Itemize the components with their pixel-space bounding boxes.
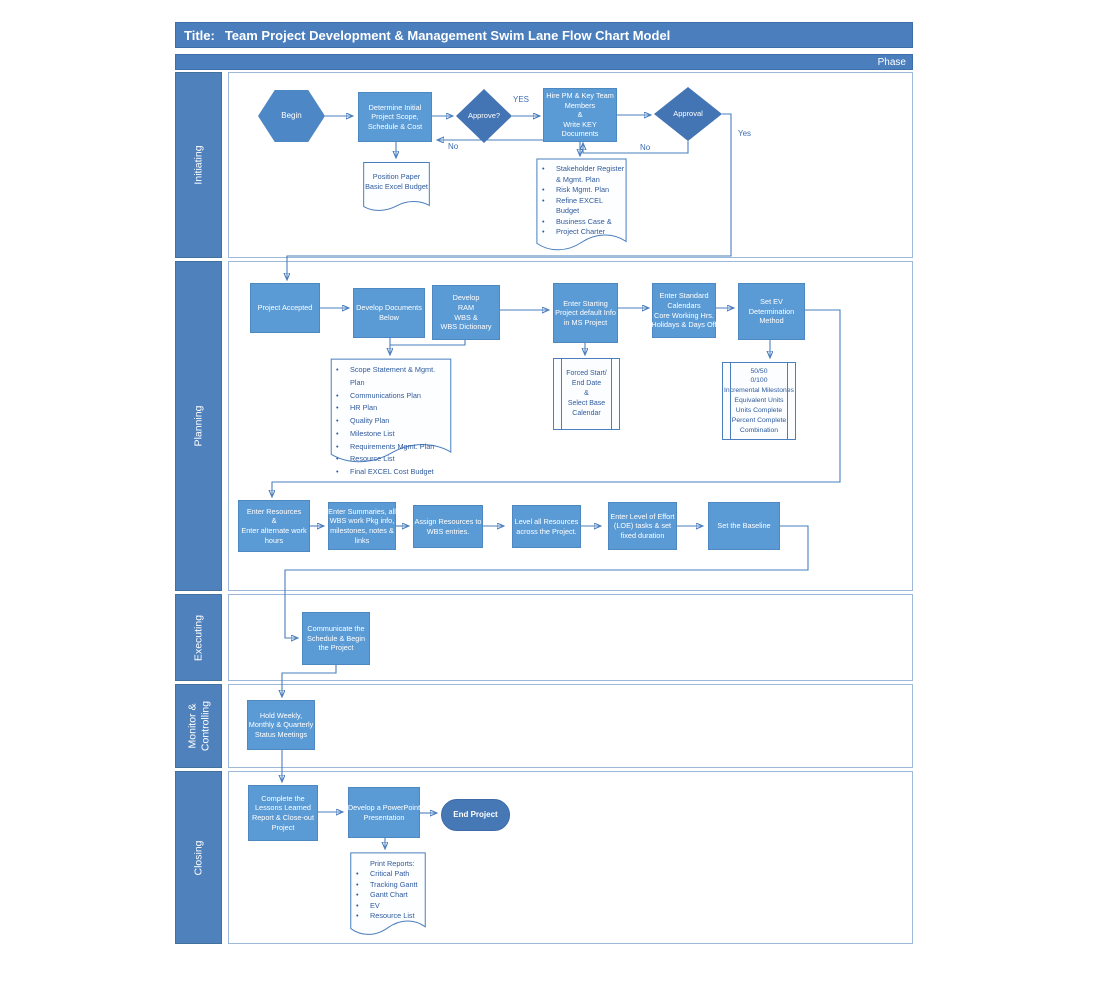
node-enter-calendars: Enter Standard Calendars Core Working Hr…	[651, 283, 717, 338]
label-approve-no: No	[448, 142, 459, 151]
label-approval-no: No	[640, 143, 651, 152]
node-enter-starting-info: Enter Starting Project default Info in M…	[553, 283, 618, 343]
chart-title-bar: Title: Team Project Development & Manage…	[175, 22, 913, 48]
node-level-resources: Level all Resources across the Project.	[512, 505, 581, 548]
node-end-project: End Project	[441, 799, 510, 831]
title-prefix: Title:	[184, 27, 215, 43]
lane-label-closing: Closing	[175, 771, 222, 944]
lane-label-planning: Planning	[175, 261, 222, 591]
label-approval-yes: Yes	[738, 129, 752, 138]
shape-forced-start: Forced Start/ End Date & Select Base Cal…	[553, 358, 620, 430]
lane-monitor-controlling	[228, 684, 913, 768]
node-hire-pm: Hire PM & Key Team Members & Write KEY D…	[543, 88, 617, 142]
node-determine-scope: Determine Initial Project Scope, Schedul…	[358, 92, 432, 142]
node-develop-powerpoint: Develop a PowerPoint Presentation	[348, 787, 420, 838]
doc-planning-documents-list: Scope Statement & Mgmt. Plan Communicati…	[330, 358, 452, 479]
doc-print-reports-list: Critical Path Tracking Gantt Gantt Chart…	[350, 868, 426, 922]
node-enter-loe: Enter Level of Effort (LOE) tasks & set …	[608, 502, 677, 550]
node-complete-lessons: Complete the Lessons Learned Report & Cl…	[248, 785, 318, 841]
doc-initiating-documents: Stakeholder Register & Mgmt. Plan Risk M…	[536, 158, 627, 255]
shape-ev-options: 50/50 0/100 Incremental Milestones Equiv…	[722, 362, 796, 440]
lane-label-monitor-controlling: Monitor & Controlling	[175, 684, 222, 768]
label-approve-yes: YES	[513, 95, 530, 104]
node-communicate-schedule: Communicate the Schedule & Begin the Pro…	[302, 612, 370, 665]
doc-print-reports: Print Reports: Critical Path Tracking Ga…	[350, 852, 426, 940]
phase-label: Phase	[877, 56, 906, 68]
phase-header-bar: Phase	[175, 54, 913, 70]
lane-label-initiating: Initiating	[175, 72, 222, 258]
lane-label-executing: Executing	[175, 594, 222, 681]
node-enter-resources: Enter Resources & Enter alternate work h…	[238, 500, 310, 552]
document-shape	[363, 162, 430, 215]
node-develop-ram: Develop RAM WBS & WBS Dictionary	[432, 285, 500, 340]
chart-title: Team Project Development & Management Sw…	[224, 27, 671, 43]
node-project-accepted: Project Accepted	[250, 283, 320, 333]
doc-planning-documents: Scope Statement & Mgmt. Plan Communicati…	[330, 358, 452, 476]
node-hold-meetings: Hold Weekly, Monthly & Quarterly Status …	[247, 700, 315, 750]
doc-initiating-documents-list: Stakeholder Register & Mgmt. Plan Risk M…	[536, 158, 627, 238]
node-set-baseline: Set the Baseline	[708, 502, 780, 550]
node-enter-summaries: Enter Summaries, all WBS work Pkg info, …	[328, 502, 396, 550]
doc-position-paper: Position Paper Basic Excel Budget	[363, 162, 430, 215]
node-develop-documents: Develop Documents Below	[353, 288, 425, 338]
node-set-ev-method: Set EV Determination Method	[738, 283, 805, 340]
doc-print-reports-heading: Print Reports:	[370, 859, 415, 868]
lane-closing	[228, 771, 913, 944]
node-assign-resources: Assign Resources to WBS entries.	[413, 505, 483, 548]
doc-position-paper-text: Position Paper Basic Excel Budget	[365, 172, 428, 192]
